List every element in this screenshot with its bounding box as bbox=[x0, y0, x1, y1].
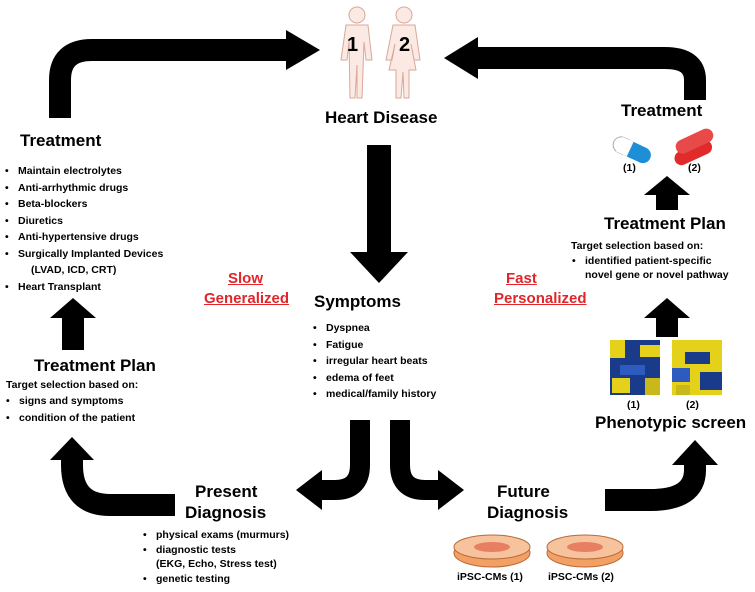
arrow-head-left bbox=[444, 37, 478, 79]
future-diagnosis-title-line1: Future bbox=[497, 482, 550, 501]
slow-label: Slow bbox=[228, 270, 264, 287]
present-subitem: (EKG, Echo, Stress test) bbox=[156, 558, 277, 570]
left-treatment-item: Anti-hypertensive drugs bbox=[5, 229, 163, 246]
person-figure-1 bbox=[340, 6, 373, 99]
screen-1-label: (1) bbox=[627, 399, 640, 411]
left-plan-item: condition of the patient bbox=[6, 410, 135, 427]
arrow-to-heart-disease-left bbox=[49, 39, 290, 118]
person-1-label: 1 bbox=[347, 34, 359, 56]
arrow-head-up-right-high bbox=[644, 176, 690, 195]
left-treatment-item: Anti-arrhythmic drugs bbox=[5, 180, 163, 197]
heatmap-1-icon bbox=[610, 340, 660, 395]
arrow-head-up-left bbox=[50, 298, 96, 318]
left-treatment-item: Maintain electrolytes bbox=[5, 163, 163, 180]
heart-disease-title: Heart Disease bbox=[325, 108, 438, 127]
left-treatment-item: Heart Transplant bbox=[5, 279, 163, 296]
generalized-label: Generalized bbox=[204, 290, 290, 307]
left-treatment-item: Surgically Implanted Devices bbox=[5, 246, 163, 263]
left-treatment-item: Diuretics bbox=[5, 213, 163, 230]
person-figure-2 bbox=[385, 6, 421, 99]
arrow-head-up-screen bbox=[672, 440, 718, 465]
heatmap-2-icon bbox=[672, 340, 722, 395]
right-plan-subtitle: Target selection based on: bbox=[571, 240, 704, 252]
present-item: physical exams (murmurs) bbox=[143, 528, 289, 543]
present-diagnosis-title-line1: Present bbox=[195, 482, 258, 501]
arrow-head-left-present bbox=[296, 470, 322, 510]
future-diagnosis-title-line2: Diagnosis bbox=[487, 503, 569, 522]
pill-1-label: (1) bbox=[623, 162, 636, 174]
left-plan-item: signs and symptoms bbox=[6, 393, 135, 410]
arrow-to-heart-disease-right bbox=[475, 47, 706, 100]
present-diagnosis-list: physical exams (murmurs) diagnostic test… bbox=[143, 528, 289, 586]
present-item: diagnostic tests bbox=[143, 543, 289, 558]
arrow-head-down-center bbox=[350, 252, 408, 283]
symptom-item: irregular heart beats bbox=[313, 353, 436, 370]
symptom-item: medical/family history bbox=[313, 386, 436, 403]
phenotypic-screen-title: Phenotypic screen bbox=[595, 413, 747, 432]
arrow-shaft-up-right-high bbox=[656, 192, 678, 210]
symptoms-title: Symptoms bbox=[314, 292, 401, 311]
left-plan-subtitle: Target selection based on: bbox=[6, 379, 139, 391]
fast-label: Fast bbox=[506, 270, 537, 287]
pill-red-icon bbox=[674, 128, 714, 166]
arrow-symptoms-to-present bbox=[320, 420, 370, 500]
left-plan-list: signs and symptoms condition of the pati… bbox=[6, 393, 135, 426]
screen-2-label: (2) bbox=[686, 399, 699, 411]
person-2-label: 2 bbox=[399, 34, 411, 56]
present-item: genetic testing bbox=[143, 572, 289, 587]
petri-dish-2-icon bbox=[546, 534, 624, 568]
petri-dish-1-icon bbox=[453, 534, 531, 568]
arrow-future-to-screen bbox=[605, 462, 706, 511]
arrow-head-right-future bbox=[438, 470, 464, 510]
left-treatment-item: Beta-blockers bbox=[5, 196, 163, 213]
left-treatment-list: Maintain electrolytes Anti-arrhythmic dr… bbox=[5, 163, 163, 295]
arrow-shaft-down-center bbox=[367, 145, 391, 255]
symptoms-list: Dyspnea Fatigue irregular heart beats ed… bbox=[313, 320, 436, 403]
personalized-label: Personalized bbox=[494, 290, 587, 307]
pill-blue-icon bbox=[612, 136, 651, 164]
dish-2-label: iPSC-CMs (2) bbox=[548, 571, 614, 583]
present-diagnosis-title-line2: Diagnosis bbox=[185, 503, 267, 522]
arrow-head-right bbox=[286, 30, 320, 70]
symptom-item: edema of feet bbox=[313, 370, 436, 387]
arrow-present-to-plan bbox=[61, 455, 175, 516]
symptom-item: Fatigue bbox=[313, 337, 436, 354]
right-plan-title: Treatment Plan bbox=[604, 214, 726, 233]
right-treatment-title: Treatment bbox=[621, 101, 703, 120]
pill-2-label: (2) bbox=[688, 162, 701, 174]
arrow-head-up-right-low bbox=[644, 298, 690, 318]
arrow-shaft-up-left bbox=[62, 318, 84, 350]
arrow-shaft-up-right-low bbox=[656, 315, 678, 337]
left-treatment-title: Treatment bbox=[20, 131, 102, 150]
symptom-item: Dyspnea bbox=[313, 320, 436, 337]
left-treatment-subitem: (LVAD, ICD, CRT) bbox=[31, 264, 117, 276]
right-plan-list: identified patient-specific novel gene o… bbox=[572, 254, 729, 282]
arrow-head-up-curve bbox=[50, 437, 94, 460]
arrow-symptoms-to-future bbox=[390, 420, 440, 500]
left-plan-title: Treatment Plan bbox=[34, 356, 156, 375]
dish-1-label: iPSC-CMs (1) bbox=[457, 571, 523, 583]
right-plan-subitem: novel gene or novel pathway bbox=[585, 269, 729, 281]
right-plan-item: identified patient-specific bbox=[572, 254, 729, 268]
